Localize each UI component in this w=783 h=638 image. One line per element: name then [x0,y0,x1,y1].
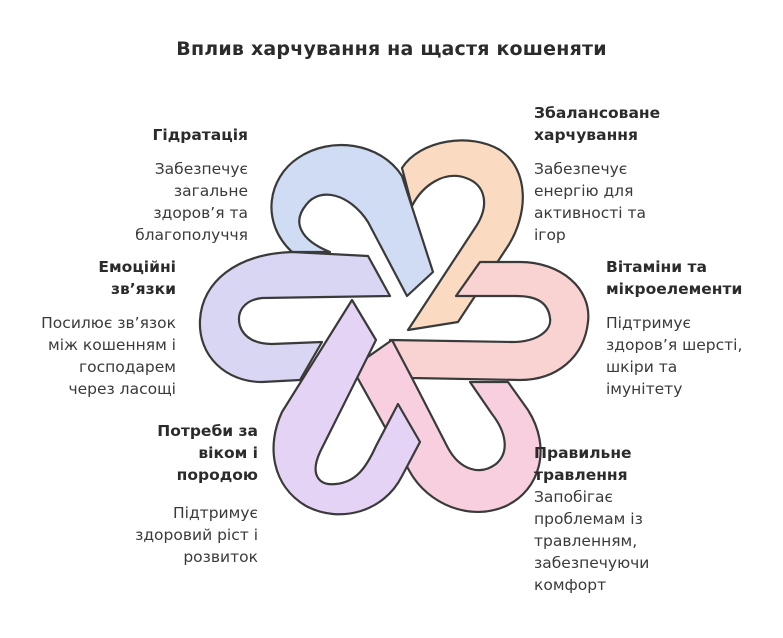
balanced-description: Забезпечує енергію для активності та іго… [534,160,647,244]
digestion-title: Правильне травлення [534,444,632,484]
loop-hydration [270,143,435,298]
loop-age [272,298,422,516]
age-title: Потреби за віком і породою [157,422,258,484]
emotional-title: Емоційні зв’язки [98,258,176,298]
info-emotional-bonds: Емоційні зв’язки Посилює зв’язок між кош… [10,256,176,400]
info-age-breed-needs: Потреби за віком і породою Підтримує здо… [80,420,258,568]
hydration-description: Забезпечує загальне здоров’я та благопол… [135,160,248,244]
diagram-title: Вплив харчування на щастя кошеняти [176,38,607,60]
digestion-description: Запобігає проблемам із травленням, забез… [534,488,650,594]
info-vitamins: Вітаміни та мікроелементи Підтримує здор… [606,256,776,400]
hydration-title: Гідратація [152,126,248,144]
info-proper-digestion: Правильне травлення Запобігає проблемам … [534,442,704,596]
info-balanced-nutrition: Збалансоване харчування Забезпечує енерг… [534,102,704,246]
loop-emotional [198,250,392,384]
loop-digestion [350,338,542,514]
balanced-title: Збалансоване харчування [534,104,661,144]
info-hydration: Гідратація Забезпечує загальне здоров’я … [100,124,248,246]
loop-balanced [400,139,524,332]
age-description: Підтримує здоровий ріст і розвиток [135,504,258,566]
vitamins-title: Вітаміни та мікроелементи [606,258,743,298]
vitamins-description: Підтримує здоров’я шерсті, шкіри та імун… [606,314,743,398]
loop-vitamins [388,260,590,382]
emotional-description: Посилює зв’язок між кошенням і господаре… [41,314,176,398]
